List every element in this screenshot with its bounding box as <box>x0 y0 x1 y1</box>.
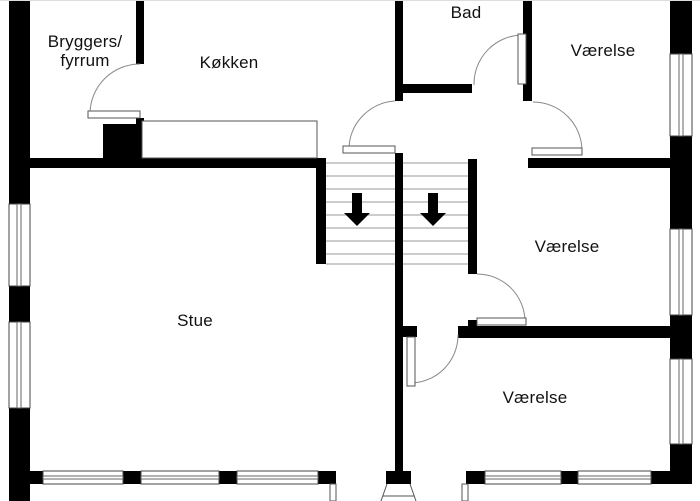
door-bedroom-bottom <box>406 334 459 387</box>
chimney <box>103 124 142 159</box>
wall-bottom <box>9 471 43 484</box>
window <box>236 470 319 485</box>
interior-walls <box>9 1 692 472</box>
wall-right <box>670 1 692 54</box>
entrance-steps <box>380 483 417 501</box>
wall-left <box>9 408 30 501</box>
window <box>577 470 652 485</box>
window <box>669 358 693 445</box>
porch-edge <box>461 483 469 501</box>
door-bathroom <box>473 33 527 86</box>
window <box>669 53 693 137</box>
exterior-walls <box>9 1 692 501</box>
window <box>484 470 562 485</box>
window <box>669 228 693 316</box>
room-label-bathroom: Bad <box>450 3 482 22</box>
wall-bath-bottom <box>399 84 472 93</box>
door-bedroom-middle <box>476 273 527 326</box>
door-bedroom-top <box>531 101 583 156</box>
stair-treads-left-run <box>326 162 395 265</box>
wall-bottom <box>651 471 692 484</box>
wall-bottom <box>123 471 141 484</box>
door-kitchen-hall <box>342 100 396 154</box>
window <box>8 203 31 287</box>
wall-bottom <box>219 471 237 484</box>
stairs-down-arrow-icon <box>344 193 370 226</box>
room-label-kitchen: Køkken <box>199 53 259 72</box>
room-label-utility-line1: Bryggers/ <box>47 32 123 51</box>
room-label-bedroom-middle: Værelse <box>534 237 600 256</box>
staircase <box>326 162 468 265</box>
windows <box>8 53 693 485</box>
wall-stairwell-left <box>316 158 326 264</box>
window <box>140 470 220 485</box>
wall-bedroom-divider <box>458 326 692 338</box>
window <box>42 470 124 485</box>
wall-central-vertical <box>395 1 403 101</box>
wall-bottom <box>466 471 485 484</box>
wall-central-vertical <box>395 153 403 472</box>
porch-edge <box>329 483 337 501</box>
wall-left <box>9 286 30 322</box>
wall-bedroom-top-bottom <box>528 158 692 168</box>
room-label-living-room: Stue <box>177 311 213 330</box>
wall-kitchen-living <box>9 158 324 168</box>
wall-bottom <box>561 471 578 484</box>
kitchen-counter <box>141 120 318 159</box>
wall-left <box>9 1 30 204</box>
wall-bedroom-divider <box>395 326 417 337</box>
stairs-down-arrow-icon <box>420 193 446 226</box>
door-utility <box>87 63 141 119</box>
wall-right <box>670 136 692 229</box>
wall-utility-kitchen <box>136 1 144 64</box>
room-label-utility: Bryggers/ fyrrum <box>35 32 135 70</box>
doors <box>87 33 583 387</box>
entrance-threshold <box>386 471 411 484</box>
window <box>8 321 31 409</box>
wall-bottom <box>318 471 336 484</box>
room-label-bedroom-top: Værelse <box>570 41 636 60</box>
room-label-bedroom-bottom: Værelse <box>502 388 568 407</box>
room-label-utility-line2: fyrrum <box>60 51 110 70</box>
wall-bath-bedroom <box>523 1 532 101</box>
wall-stairs-bedroom <box>468 159 477 274</box>
